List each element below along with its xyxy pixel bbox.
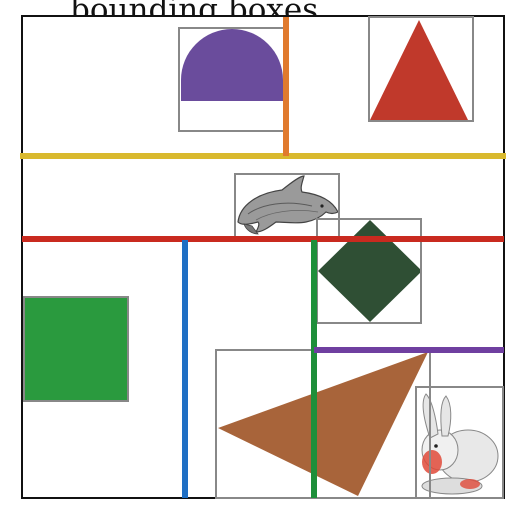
bbox-bunny bbox=[415, 386, 504, 499]
purple-half-disc bbox=[181, 29, 283, 101]
bbox-red-triangle bbox=[368, 16, 474, 122]
red-triangle bbox=[370, 20, 468, 120]
brown-triangle bbox=[218, 352, 428, 496]
bbox-green-square bbox=[23, 296, 129, 402]
green-square bbox=[24, 297, 128, 401]
dolphin-figure bbox=[237, 175, 339, 235]
dark-green-diamond bbox=[318, 220, 422, 322]
